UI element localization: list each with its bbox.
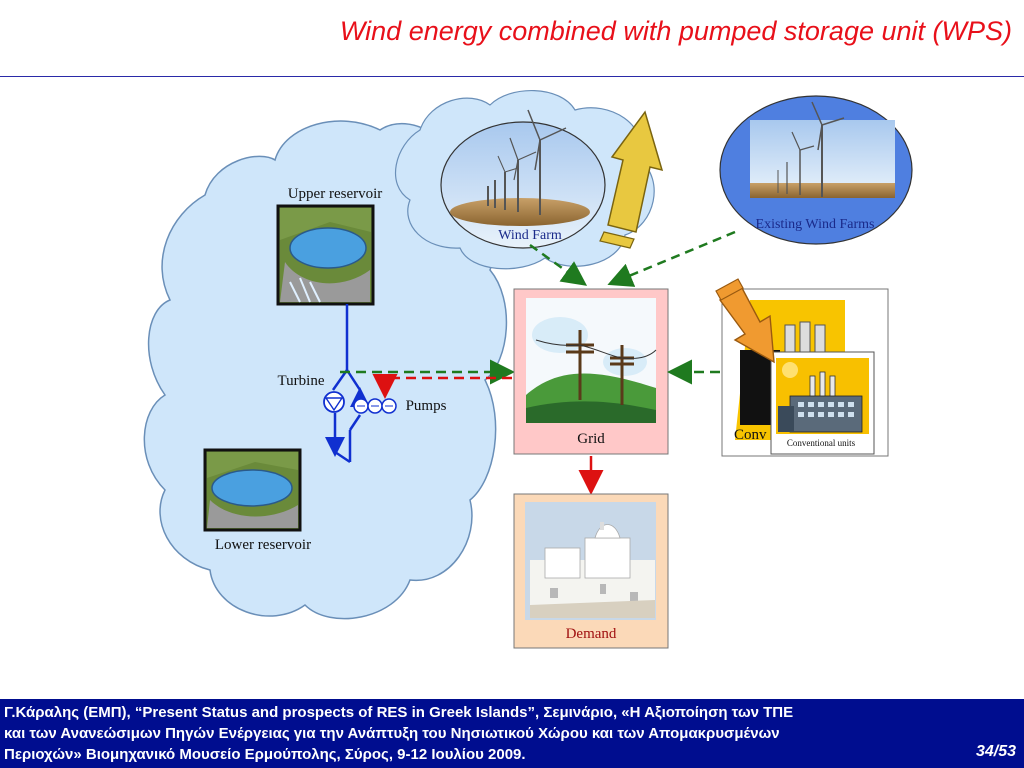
citation-footer: Γ.Κάραλης (ΕΜΠ), “Present Status and pro… (0, 699, 1024, 768)
decline-arrow-icon (715, 278, 775, 364)
conventional-partial-label: Conv (734, 427, 767, 443)
lower-reservoir-image (203, 448, 302, 532)
grid-to-pumps-arrow (372, 374, 512, 399)
growth-arrow-icon (599, 110, 664, 249)
upper-reservoir-label: Upper reservoir (288, 186, 383, 202)
demand-box (513, 493, 669, 649)
title-divider (0, 76, 1024, 77)
demand-label: Demand (566, 626, 617, 642)
wps-diagram: Wind Farm Existing Wind Farms Upper rese… (143, 89, 913, 649)
turbine-icon (323, 391, 345, 413)
pumps-label: Pumps (406, 398, 447, 414)
lower-reservoir-label: Lower reservoir (215, 537, 311, 553)
wind-farm-label: Wind Farm (498, 228, 562, 243)
village-icon (530, 522, 655, 618)
grid-box (513, 288, 669, 455)
citation-line-2: και των Ανανεώσιμων Πηγών Ενέργειας για … (4, 725, 780, 742)
conventional-units-label: Conventional units (787, 438, 856, 448)
citation-line-1: Γ.Κάραλης (ΕΜΠ), “Present Status and pro… (4, 704, 794, 721)
citation-text: Γ.Κάραλης (ΕΜΠ), “Present Status and pro… (4, 702, 954, 765)
existing-wind-farms-label: Existing Wind Farms (756, 217, 875, 232)
slide-title: Wind energy combined with pumped storage… (339, 16, 1012, 46)
pumps-icon (353, 398, 397, 414)
wind-farm-to-grid-arrow (529, 243, 588, 286)
existing-farms-to-grid-arrow (607, 230, 736, 287)
wind-farm-image (440, 109, 606, 249)
existing-wind-farms-image (719, 95, 913, 245)
conventional-units-image (770, 351, 875, 455)
factory-icon (778, 371, 863, 433)
grid-label: Grid (577, 431, 605, 447)
citation-line-3: Περιοχών» Βιομηχανικό Μουσείο Ερμούπολης… (4, 746, 526, 763)
upper-reservoir-image (276, 204, 375, 306)
turbine-label: Turbine (278, 373, 325, 389)
page-number: 34/53 (975, 743, 1016, 760)
